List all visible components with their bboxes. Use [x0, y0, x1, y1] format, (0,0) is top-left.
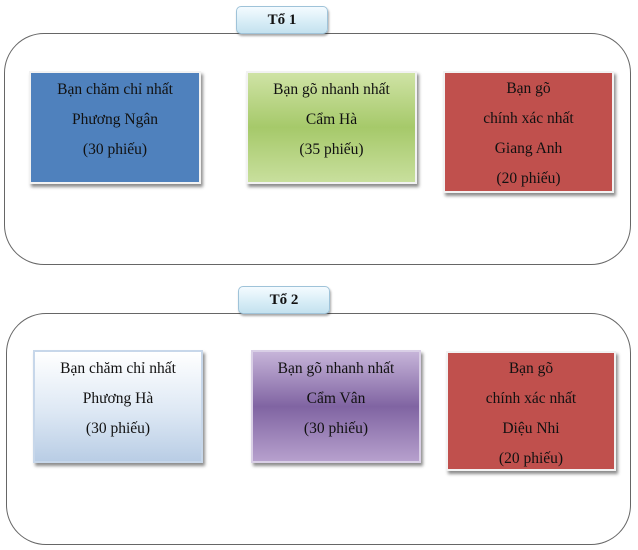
card-student-name: Diệu Nhi — [502, 420, 560, 437]
card-title: Bạn gõ nhanh nhất — [273, 81, 390, 98]
card-subtitle: chính xác nhất — [483, 110, 574, 127]
card-votes: (20 phiếu) — [498, 450, 564, 467]
card-most-diligent-group-2: Bạn chăm chỉ nhất Phương Hà (30 phiếu) — [33, 350, 203, 463]
card-votes: (35 phiếu) — [299, 141, 364, 158]
card-votes: (30 phiếu) — [85, 420, 151, 437]
card-votes: (30 phiếu) — [82, 141, 148, 158]
card-votes: (20 phiếu) — [496, 170, 561, 187]
card-title: Bạn gõ nhanh nhất — [277, 360, 395, 377]
card-most-accurate-typer-group-1: Bạn gõ chính xác nhất Giang Anh (20 phiế… — [443, 71, 614, 193]
card-student-name: Giang Anh — [494, 140, 563, 157]
card-votes: (30 phiếu) — [303, 420, 369, 437]
card-student-name: Phương Hà — [82, 390, 154, 407]
card-most-accurate-typer-group-2: Bạn gõ chính xác nhất Diệu Nhi (20 phiếu… — [446, 351, 616, 471]
card-most-diligent-group-1: Bạn chăm chỉ nhất Phương Ngân (30 phiếu) — [29, 71, 201, 184]
card-fastest-typer-group-2: Bạn gõ nhanh nhất Cẩm Vân (30 phiếu) — [251, 350, 421, 463]
group-2-label: Tổ 2 — [238, 286, 330, 314]
card-student-name: Cẩm Vân — [306, 390, 366, 407]
group-1-label: Tổ 1 — [236, 6, 328, 34]
card-title: Bạn chăm chỉ nhất — [57, 81, 173, 98]
card-subtitle: chính xác nhất — [485, 390, 577, 407]
card-student-name: Phương Ngân — [72, 111, 158, 128]
card-fastest-typer-group-1: Bạn gõ nhanh nhất Cẩm Hà (35 phiếu) — [246, 71, 417, 184]
card-title: Bạn gõ — [506, 80, 551, 97]
card-student-name: Cẩm Hà — [305, 111, 358, 128]
card-title: Bạn chăm chỉ nhất — [60, 360, 176, 377]
card-title: Bạn gõ — [508, 360, 554, 377]
